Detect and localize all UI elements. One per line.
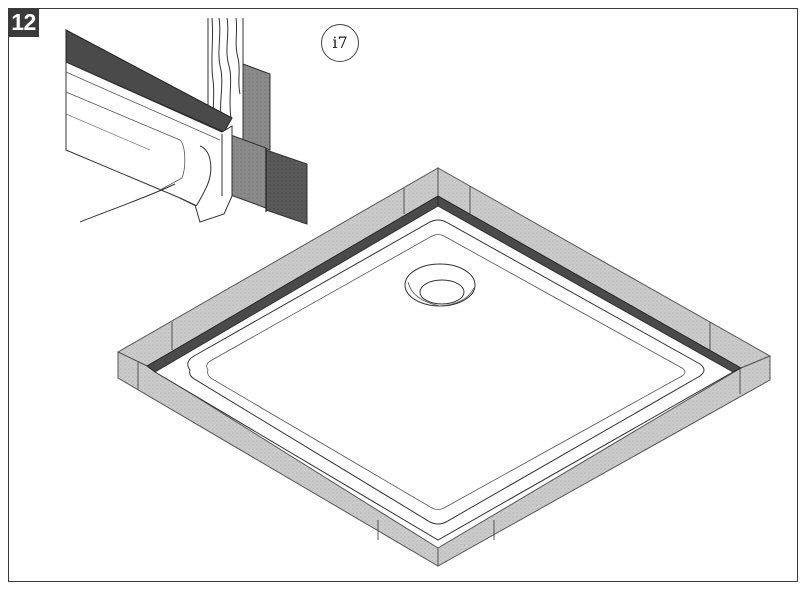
wall-planks	[207, 17, 244, 123]
tile-joints	[117, 186, 771, 566]
shower-tray-assembly	[116, 167, 772, 567]
tray-basin-outline	[187, 219, 705, 525]
instruction-frame	[8, 8, 798, 582]
tray-rim-section	[65, 61, 233, 223]
tile-surround-front-right	[437, 355, 771, 567]
step-number-badge: 12	[8, 8, 39, 37]
reference-label-circle: i7	[321, 24, 359, 62]
drain-hole	[404, 263, 476, 307]
tray-basin-inner-outline	[206, 234, 686, 510]
wall-membrane	[242, 63, 271, 151]
wall-tile-lower	[265, 149, 308, 225]
detail-inset	[65, 17, 308, 225]
tray-surface	[154, 205, 735, 541]
